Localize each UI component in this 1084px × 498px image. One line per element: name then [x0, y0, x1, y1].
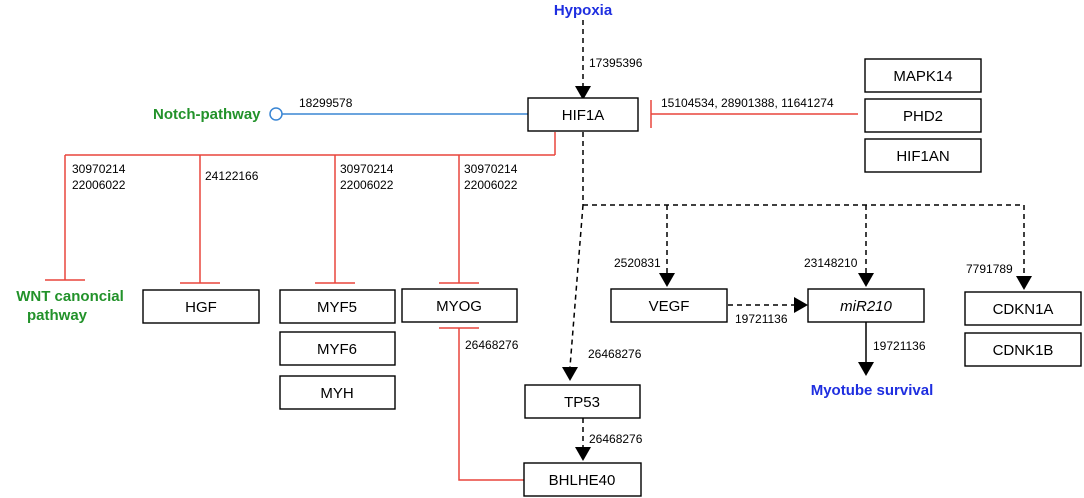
ref-inhibitors-hif1a: 15104534, 28901388, 11641274 [661, 96, 834, 110]
ref-wnt-2: 22006022 [72, 178, 126, 192]
ref-myog-1: 30970214 [464, 162, 518, 176]
cdnk1b-label: CDNK1B [993, 342, 1054, 359]
node-cdkn1a: CDKN1A [964, 291, 1082, 326]
node-cdnk1b: CDNK1B [964, 332, 1082, 367]
ref-cdkn1a: 7791789 [966, 262, 1013, 276]
node-hif1an: HIF1AN [864, 138, 982, 173]
ref-mir210-myotube: 19721136 [873, 339, 926, 353]
notch-circle-end [269, 107, 283, 121]
tp53-label: TP53 [564, 394, 600, 411]
arrowhead-myotube [858, 362, 874, 376]
node-hif1a: HIF1A [527, 97, 639, 132]
myf6-label: MYF6 [317, 341, 357, 358]
hif1an-label: HIF1AN [896, 148, 949, 165]
ref-myog-2: 22006022 [464, 178, 518, 192]
node-hgf: HGF [142, 289, 260, 324]
edge-bhlhe40-myog [458, 328, 524, 481]
notch-pathway-label: Notch-pathway [153, 106, 261, 123]
edge-hif1a-tp53 [569, 204, 584, 368]
myh-label: MYH [320, 385, 353, 402]
arrowhead-mir210 [858, 273, 874, 287]
node-myf6: MYF6 [279, 331, 396, 366]
ref-myf5-2: 22006022 [340, 178, 394, 192]
vegf-label: VEGF [649, 298, 690, 315]
node-bhlhe40: BHLHE40 [523, 462, 642, 497]
node-phd2: PHD2 [864, 98, 982, 133]
node-mapk14: MAPK14 [864, 58, 982, 93]
arrowhead-bhlhe40 [575, 447, 591, 461]
wnt-pathway-label-line2: pathway [27, 307, 88, 324]
node-mir210: miR210 [807, 288, 925, 323]
ref-vegf-mir210: 19721136 [735, 312, 788, 326]
cdkn1a-label: CDKN1A [993, 301, 1054, 318]
hypoxia-label: Hypoxia [554, 2, 613, 19]
arrowhead-hif1a [575, 86, 591, 100]
ref-notch-hif1a: 18299578 [299, 96, 353, 110]
myog-label: MYOG [436, 298, 482, 315]
wnt-pathway-label-line1: WNT canoncial [16, 288, 124, 305]
node-myh: MYH [279, 375, 396, 410]
ref-vegf: 2520831 [614, 256, 661, 270]
node-vegf: VEGF [610, 288, 728, 323]
bhlhe40-label: BHLHE40 [549, 472, 616, 489]
mapk14-label: MAPK14 [893, 68, 952, 85]
ref-hypoxia-hif1a: 17395396 [589, 56, 643, 70]
ref-myf5-1: 30970214 [340, 162, 394, 176]
myotube-survival-label: Myotube survival [811, 382, 934, 399]
phd2-label: PHD2 [903, 108, 943, 125]
node-tp53: TP53 [524, 384, 641, 419]
arrowhead-vegf-mir210 [794, 297, 808, 313]
ref-tp53-bhlhe40: 26468276 [589, 432, 643, 446]
myf5-label: MYF5 [317, 299, 357, 316]
arrowhead-cdkn1a [1016, 276, 1032, 290]
ref-hif1a-tp53: 26468276 [588, 347, 642, 361]
arrowhead-vegf [659, 273, 675, 287]
arrowhead-tp53 [562, 367, 578, 381]
ref-bhlhe40-myog: 26468276 [465, 338, 519, 352]
node-myf5: MYF5 [279, 289, 396, 324]
hgf-label: HGF [185, 299, 217, 316]
mir210-label: miR210 [840, 298, 892, 315]
node-myog: MYOG [401, 288, 518, 323]
hif1a-label: HIF1A [562, 107, 605, 124]
ref-hgf: 24122166 [205, 169, 259, 183]
ref-mir210: 23148210 [804, 256, 858, 270]
ref-wnt-1: 30970214 [72, 162, 126, 176]
